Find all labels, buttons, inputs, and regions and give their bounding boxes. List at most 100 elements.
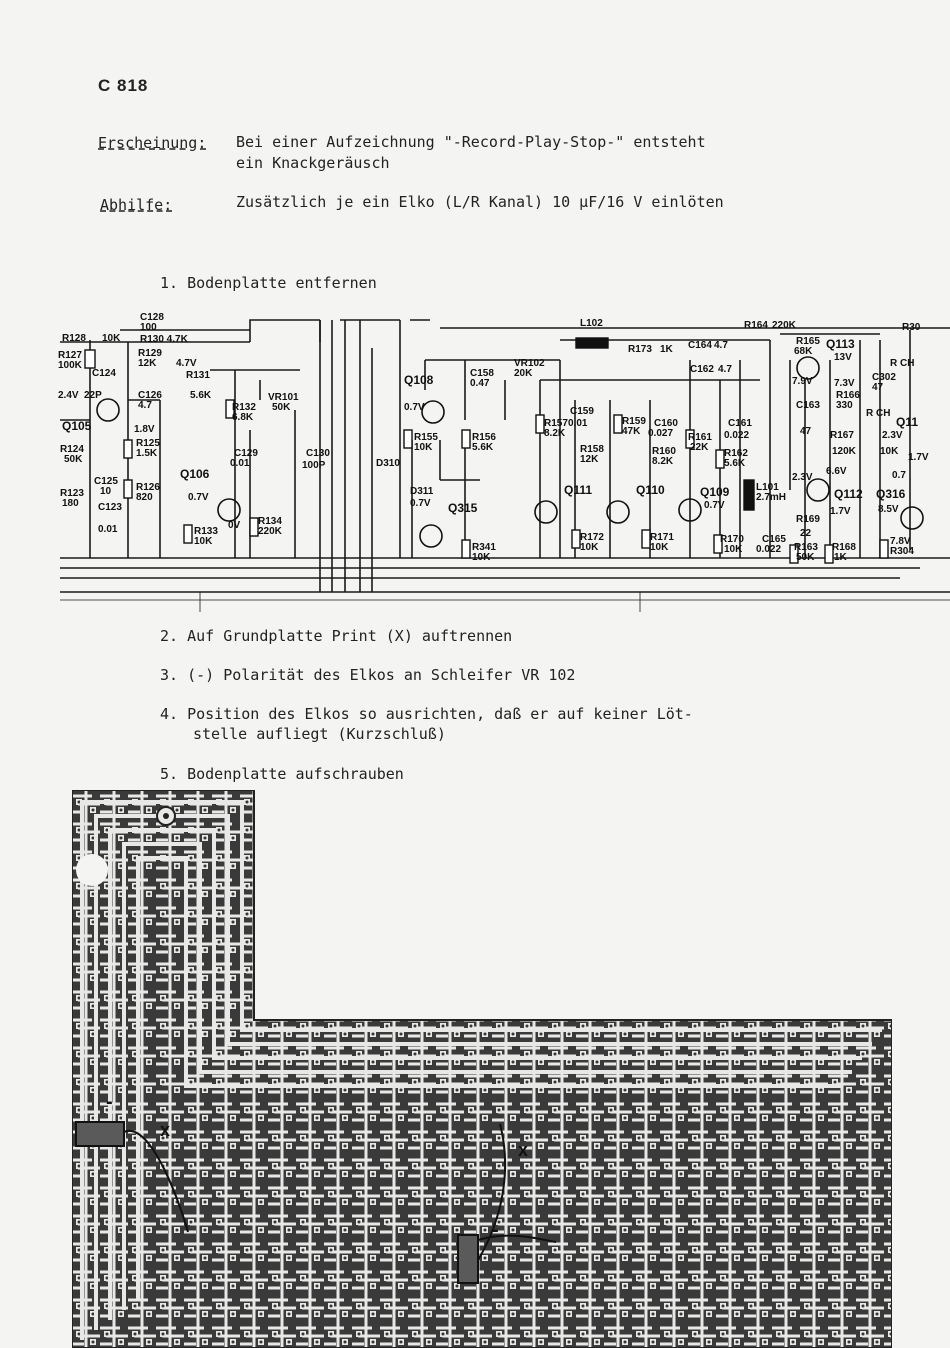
label-8-2k: 8.2K (544, 428, 566, 439)
label-r128: R128 (62, 333, 86, 344)
label-r-ch-2: R CH (866, 408, 890, 419)
label-r153: 2.3V (882, 430, 903, 441)
label-d310: D310 (376, 458, 400, 469)
label-r161: R161 (688, 432, 712, 443)
label-c162: C162 (690, 364, 714, 375)
step-text-continued: stelle aufliegt (Kurzschluß) (193, 725, 446, 743)
label-10k-4: 10K (472, 552, 491, 563)
label-c130: C130 (306, 448, 330, 459)
label-r163: R163 (794, 542, 818, 553)
label-47: 47 (800, 426, 812, 437)
label-50k: 50K (272, 402, 291, 413)
step-text: Auf Grundplatte Print (X) auftrennen (187, 627, 513, 645)
added-elko-left (75, 1121, 125, 1147)
step-text: Bodenplatte aufschrauben (187, 765, 404, 783)
label-0-01-2: 0.01 (230, 458, 250, 469)
label-180: 180 (62, 498, 79, 509)
step-5: 5. Bodenplatte aufschrauben (160, 764, 404, 784)
symptom-line-1: Bei einer Aufzeichnung "-Record-Play-Sto… (236, 133, 706, 151)
label-100: 100 (140, 322, 157, 333)
label-7-9v: 7.9V (792, 376, 813, 387)
label-47k: 47K (622, 426, 641, 437)
label-820: 820 (136, 492, 153, 503)
label-c125: C125 (94, 476, 118, 487)
label-0-022: 0.022 (724, 430, 749, 441)
label-20k: 20K (514, 368, 533, 379)
label-1-5k: 1.5K (136, 448, 158, 459)
label-r125: R125 (136, 438, 160, 449)
label-1k-2: 1K (834, 552, 848, 563)
step-2: 2. Auf Grundplatte Print (X) auftrennen (160, 626, 512, 646)
label-5-6k-3: 5.6K (472, 442, 494, 453)
label-22k: 22K (690, 442, 709, 453)
label-q11: Q11 (896, 415, 918, 429)
step-number: 1. (160, 274, 179, 292)
label-r164: R164 (744, 320, 768, 331)
cut-marker-right: x (518, 1140, 528, 1160)
label-27k: R304 (890, 546, 914, 557)
label-50k-2: 50K (64, 454, 83, 465)
label-c124: C124 (92, 368, 116, 379)
pcb-board (72, 790, 892, 1348)
label-c164: C164 (688, 340, 712, 351)
label-r158: R158 (580, 444, 604, 455)
label-c126: C126 (138, 390, 162, 401)
label-r173: R173 (628, 344, 652, 355)
step-number: 2. (160, 627, 179, 645)
label-r157: R157 (544, 418, 568, 429)
symptom-line-2: ein Knackgeräusch (236, 154, 390, 172)
step-number: 3. (160, 666, 179, 684)
label-l102: L102 (580, 318, 603, 329)
label-q316: Q316 (876, 487, 906, 501)
step-text: (-) Polarität des Elkos an Schleifer VR … (187, 666, 576, 684)
pcb-frame-traces (80, 800, 882, 1340)
label-10k: 10K (102, 333, 121, 344)
step-number: 4. (160, 705, 179, 723)
label-c163: C163 (796, 400, 820, 411)
label-q315: Q315 (448, 501, 478, 515)
label-0-7v: 0.7V (188, 492, 209, 503)
label-d311: D311 (410, 486, 434, 497)
label-0-01-3: 0.01 (568, 418, 588, 429)
pcb-photo: - - x x (72, 790, 892, 1348)
label-12k: 12K (138, 358, 157, 369)
label-r133: R133 (194, 526, 218, 537)
label-r-ch: R CH (890, 358, 914, 369)
label-q112: Q112 (834, 487, 863, 501)
label-r341: R341 (472, 542, 496, 553)
label-47-2: 47 (872, 382, 884, 393)
label-5-6k: 5.6K (190, 390, 212, 401)
label-13v: 13V (834, 352, 852, 363)
label-r162: R162 (724, 448, 748, 459)
label-c129: C129 (234, 448, 258, 459)
label-10k-6: 10K (650, 542, 669, 553)
label-1-7v: 1.7V (830, 506, 851, 517)
label-10k-2: 10K (194, 536, 213, 547)
label-7-8v: 8.5V (878, 504, 899, 515)
label-4-7: 4.7 (138, 400, 152, 411)
transistor-symbols (96, 356, 924, 548)
circuit-schematic: C128 100 R128 10K R130 4.7K R127 100K R1… (58, 312, 950, 612)
label-q110: Q110 (636, 483, 665, 497)
label-220k: 220K (258, 526, 283, 537)
label-q105: Q105 (62, 419, 92, 433)
label-0-47: 0.47 (470, 378, 490, 389)
label-r165: R165 (796, 336, 820, 347)
label-r127: R127 (58, 350, 82, 361)
label-q111: Q111 (564, 483, 592, 497)
label-2-4v: 2.4V (58, 390, 79, 401)
label-vr101: VR101 (268, 392, 299, 403)
label-220k-2: 220K (772, 320, 797, 331)
label-vr102: VR102 (514, 358, 545, 369)
label-120k: 120K (832, 446, 857, 457)
label-12k-2: 12K (580, 454, 599, 465)
label-330: 330 (836, 400, 853, 411)
label-r168: R168 (832, 542, 856, 553)
label-50k-3: 50K (796, 552, 815, 563)
label-l101: L101 (756, 482, 779, 493)
step-1: 1. Bodenplatte entfernen (160, 273, 377, 293)
label-4-7v: 4.7V (176, 358, 197, 369)
label-6-8k: 6.8K (232, 412, 254, 423)
label-q106: Q106 (180, 467, 210, 481)
label-c158: C158 (470, 368, 494, 379)
